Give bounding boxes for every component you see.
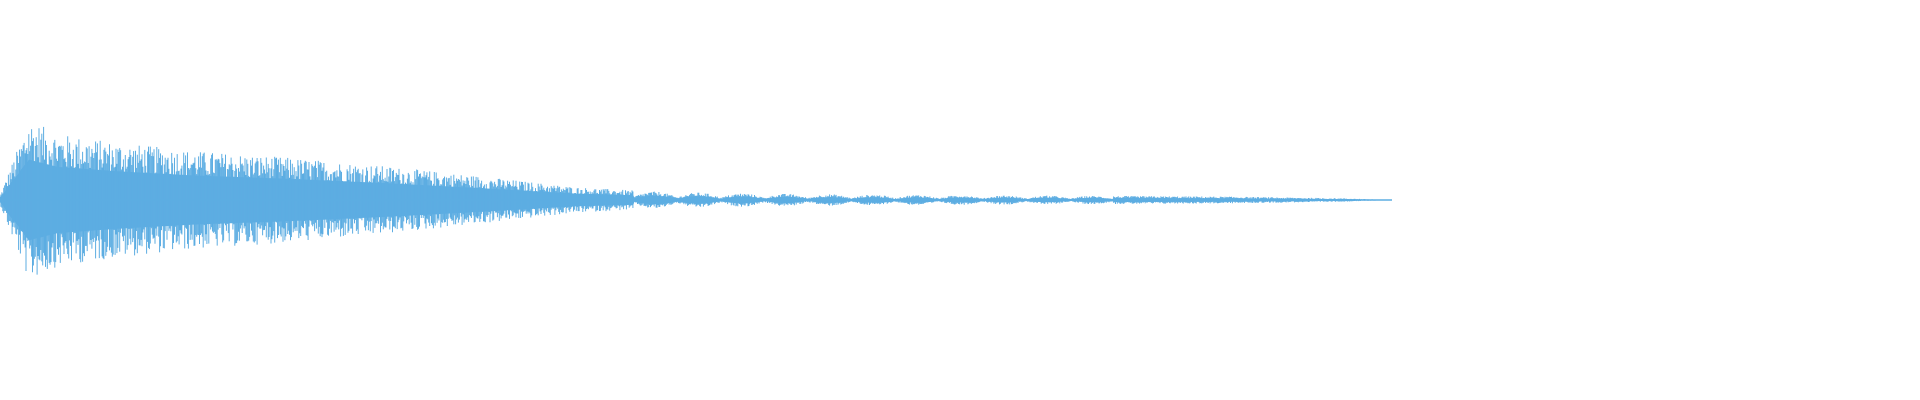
waveform-samples (0, 126, 1392, 275)
